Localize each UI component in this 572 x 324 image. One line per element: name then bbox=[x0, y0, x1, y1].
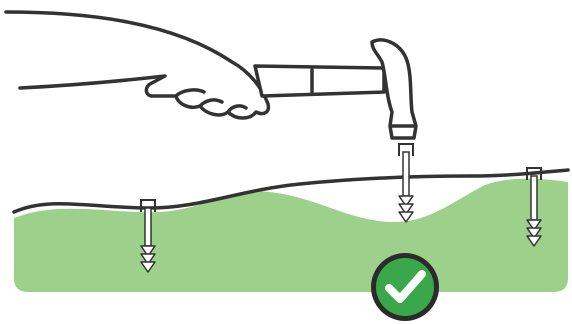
ground-turf bbox=[14, 179, 568, 292]
staple-icon bbox=[399, 144, 413, 222]
hand-icon bbox=[6, 12, 268, 118]
success-badge bbox=[371, 253, 439, 321]
hammer-icon bbox=[255, 40, 416, 138]
